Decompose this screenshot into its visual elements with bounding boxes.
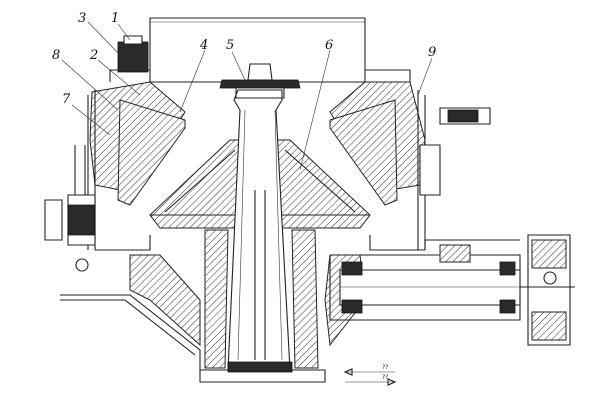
countershaft-assembly	[329, 244, 521, 321]
top-clamp	[117, 35, 149, 73]
eccentric-bushing	[199, 229, 326, 383]
concave-liner	[117, 99, 398, 206]
hydraulic-cylinder-right	[419, 107, 491, 196]
leader-lines	[61, 21, 433, 171]
label-3: 3	[78, 11, 86, 26]
label-2: 2	[89, 48, 98, 63]
label-5: 5	[226, 38, 234, 53]
feed-distributor	[219, 63, 301, 99]
main-shaft	[227, 89, 291, 371]
hydraulic-cylinder-left	[44, 145, 96, 272]
part-labels: 1 2 3 4 5 6 7 8 9	[52, 11, 436, 107]
label-9: 9	[428, 45, 436, 60]
label-6: 6	[325, 38, 333, 53]
label-8: 8	[52, 48, 60, 63]
flow-mark-out: ??	[382, 374, 388, 381]
label-1: 1	[111, 11, 119, 26]
label-7: 7	[62, 92, 71, 107]
flow-mark-in: ??	[382, 364, 388, 371]
drive-pulley	[520, 234, 575, 346]
lubrication-flow-arrows: ?? ??	[343, 364, 397, 386]
label-4: 4	[199, 38, 208, 53]
